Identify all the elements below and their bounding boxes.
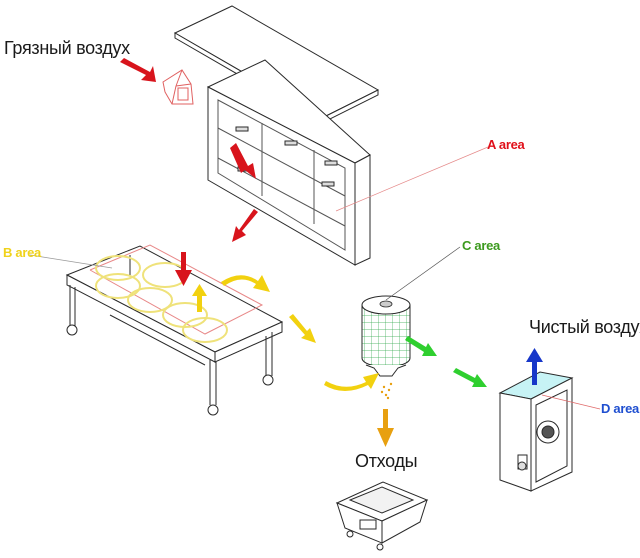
filter-cylinder-c-area [361,295,411,377]
red-arrow-cabinet-icon [230,143,256,179]
inlet-nozzle [162,69,194,105]
yellow-arrow-up-icon [192,284,207,312]
green-arrow-2-icon [453,368,487,387]
red-arrow-inlet-icon [120,58,156,82]
red-flow-arrows [120,58,258,286]
red-arrow-to-table-icon [232,209,258,242]
yellow-arrow-diagonal-icon [289,314,316,343]
label-a-area: A area [487,137,525,152]
label-b-area: B area [3,245,41,260]
yellow-flow-arrows [192,275,379,391]
yellow-suction-rings [95,255,228,343]
cabinet-a-area [206,59,371,266]
red-arrow-down-icon [175,252,192,286]
label-waste: Отходы [355,451,418,471]
leader-lines [29,146,601,410]
green-arrow-1-icon [405,336,437,356]
yellow-arrow-curve-icon [221,275,270,292]
label-dirty-air: Грязный воздух [4,38,130,58]
yellow-arrow-into-filter-icon [324,373,379,391]
blue-arrow-up-icon [526,348,543,385]
label-c-area: C area [462,238,500,253]
waste-bin [335,481,429,551]
falling-dust-particles [380,382,393,400]
outlet-unit-d-area [498,371,574,492]
label-clean-air: Чистый воздух [529,317,640,337]
green-flow-arrows [405,336,487,387]
orange-arrow-down-icon [377,409,394,447]
worktable-b-area [65,244,284,416]
label-d-area: D area [601,401,639,416]
